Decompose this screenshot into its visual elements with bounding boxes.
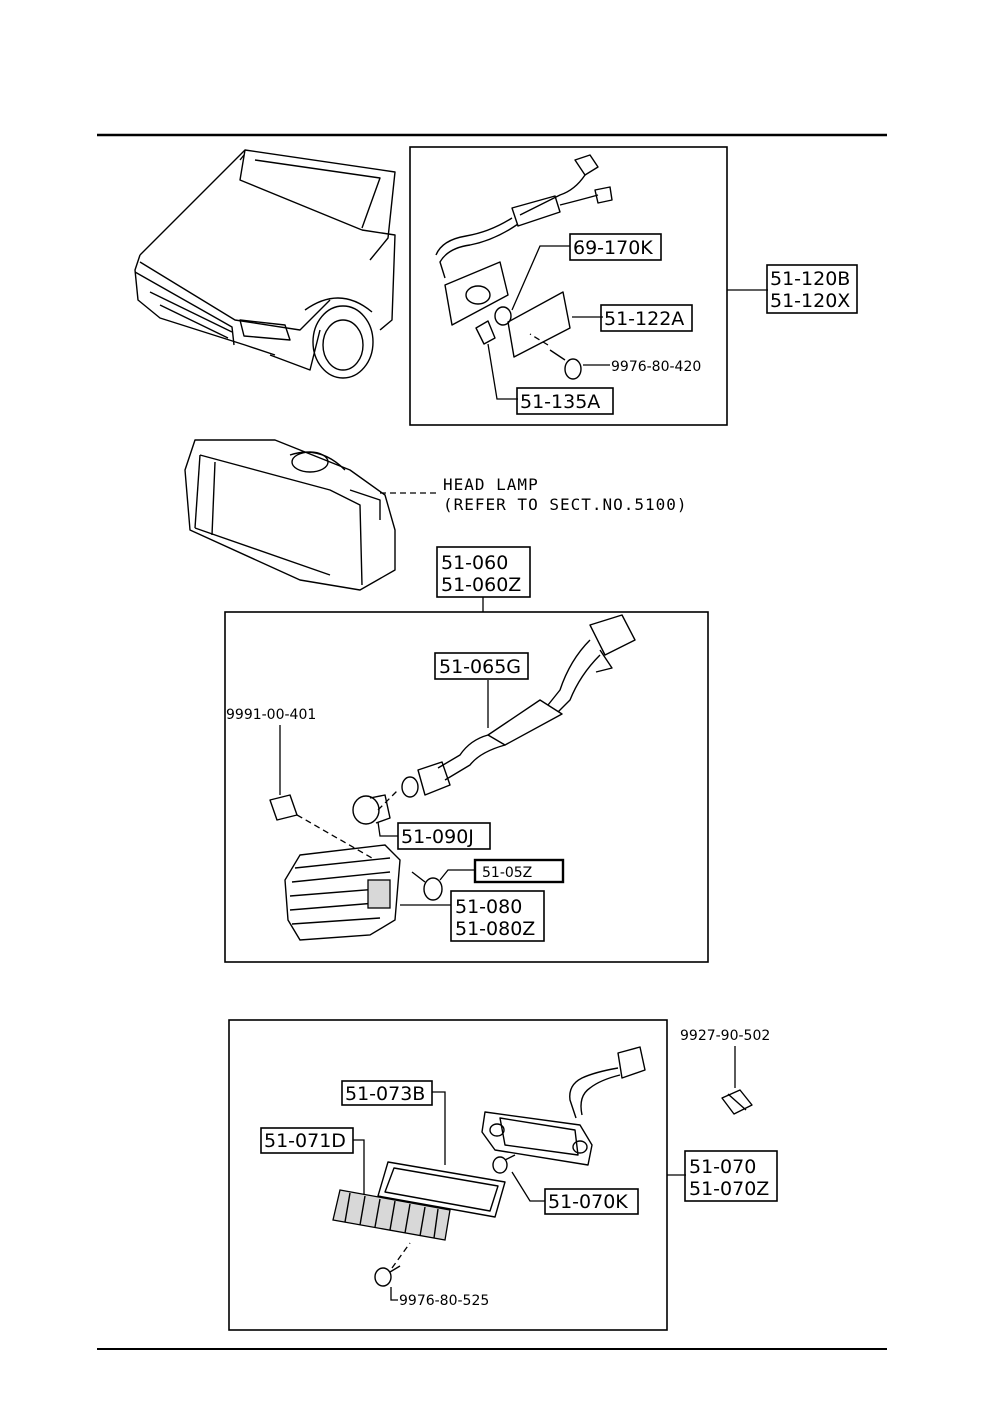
clearance-bulb [492, 1154, 516, 1174]
side-marker-bulb [494, 306, 512, 326]
front-combo-assembly-label-1: 51-060 [441, 552, 508, 574]
front-combo-screw-box [473, 858, 565, 884]
side-marker-assembly-label-1: 51-120B [770, 268, 850, 290]
side-marker-socket-box [569, 233, 662, 261]
clearance-clip-label: 9927-90-502 [680, 1028, 770, 1044]
side-marker-assembly-box [766, 264, 858, 314]
head-lamp-note-1: HEAD LAMP [443, 475, 539, 494]
front-combo-screw-label: 51-05Z [482, 865, 532, 881]
clearance-clip [721, 1089, 753, 1115]
clearance-group-box [228, 1019, 668, 1331]
clearance-lens [332, 1189, 451, 1241]
car-illustration [134, 149, 396, 379]
head-lamp-note-2: (REFER TO SECT.NO.5100) [443, 495, 688, 514]
side-marker-harness [435, 154, 613, 279]
side-marker-lens-box [600, 304, 693, 332]
front-combo-bulb [352, 794, 391, 825]
clearance-screw-label: 9976-80-525 [399, 1293, 489, 1309]
front-combo-harness [437, 614, 636, 781]
clearance-bulb-label: 51-070K [548, 1191, 628, 1213]
front-combo-lens [284, 844, 401, 941]
front-combo-lens-label-1: 51-080 [455, 896, 522, 918]
front-combo-lens-box [450, 890, 545, 942]
clearance-lens-box [260, 1127, 354, 1154]
front-combo-group-box [224, 611, 709, 963]
side-marker-assembly-label-2: 51-120X [770, 290, 850, 312]
front-combo-screw [411, 871, 443, 901]
clearance-gasket [377, 1161, 506, 1218]
clearance-assembly-label-2: 51-070Z [689, 1178, 769, 1200]
clearance-assembly-label-1: 51-070 [689, 1156, 756, 1178]
head-lamp-illustration [184, 439, 396, 591]
clearance-lens-label: 51-071D [264, 1130, 346, 1152]
side-marker-housing [444, 261, 509, 326]
front-combo-bulb-box [397, 822, 491, 850]
side-marker-gasket [475, 320, 496, 345]
front-combo-lens-label-2: 51-080Z [455, 918, 535, 940]
side-marker-screw [549, 349, 582, 380]
clearance-gasket-label: 51-073B [345, 1083, 425, 1105]
front-combo-assembly-label-2: 51-060Z [441, 574, 521, 596]
front-combo-harness-box [434, 652, 529, 680]
front-combo-harness-label: 51-065G [439, 656, 521, 678]
side-marker-gasket-box [516, 387, 614, 415]
side-marker-lens [507, 291, 571, 358]
clearance-bulb-box [544, 1188, 639, 1215]
side-marker-lens-label: 51-122A [604, 308, 684, 330]
front-combo-socket [401, 761, 451, 798]
side-marker-gasket-label: 51-135A [520, 391, 600, 413]
clearance-assembly-box [684, 1150, 778, 1202]
side-marker-screw-label: 9976-80-420 [611, 359, 701, 375]
front-combo-bulb-label: 51-090J [401, 826, 474, 848]
side-marker-socket-label: 69-170K [573, 237, 653, 259]
clearance-gasket-box [341, 1080, 433, 1106]
clearance-screw [374, 1265, 401, 1287]
front-combo-clip-label: 9991-00-401 [226, 707, 316, 723]
clearance-housing [481, 1111, 593, 1166]
front-combo-clip [269, 794, 298, 821]
clearance-harness [569, 1046, 646, 1119]
side-marker-group-box [409, 146, 728, 426]
